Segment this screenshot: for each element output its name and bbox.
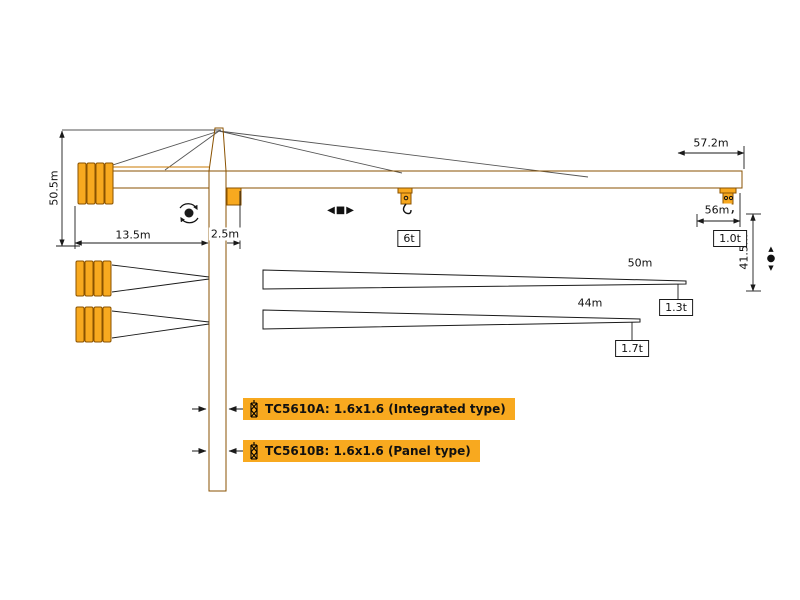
hoist-drum-icon: ● [766,253,776,264]
load-label-1-7t: 1.7t [615,340,649,357]
pendant-lines [96,130,589,178]
tower-head [208,127,227,172]
hook-trolley-mid [397,187,413,215]
model-a-label: TC5610A: 1.6x1.6 (Integrated type) [243,398,515,420]
model-b-label: TC5610B: 1.6x1.6 (Panel type) [243,440,480,462]
trolley-travel-icon: ◀■▶ [325,205,357,217]
dim-rear-offset: 2.5m [208,227,242,241]
counterweight-config-44m [75,306,210,343]
load-label-1-0t: 1.0t [713,230,747,247]
dim-jib-57-2m: 57.2m [691,136,731,150]
main-jib [225,170,743,189]
hoist-icon: ▲ ● ▼ [766,245,776,272]
load-label-6t: 6t [397,230,421,247]
hoist-down-arrow-icon: ▼ [768,264,774,272]
mast-callout-arrows [192,406,243,454]
alt-jib-44m-label: 44m [575,296,605,310]
dim-jib-56m: 56m [702,203,732,217]
dim-total-height: 50.5m [47,168,61,208]
load-label-1-3t: 1.3t [659,299,693,316]
operator-cab [226,187,242,206]
counterweight-config-50m [75,260,210,297]
hoist-up-arrow-icon: ▲ [768,245,774,253]
model-b-text: TC5610B: 1.6x1.6 (Panel type) [265,444,471,458]
mast-section-icon [250,442,258,460]
slewing-icon [179,203,199,224]
tower-mast [208,170,227,492]
dim-counter-jib-length: 13.5m [113,228,153,242]
dimension-lines [56,130,761,292]
alt-jib-50m-label: 50m [625,256,655,270]
model-a-text: TC5610A: 1.6x1.6 (Integrated type) [265,402,506,416]
alt-jib-50m [262,269,687,299]
alt-jib-44m [262,309,641,340]
mast-section-icon [250,400,258,418]
counterweight-block [77,162,114,205]
